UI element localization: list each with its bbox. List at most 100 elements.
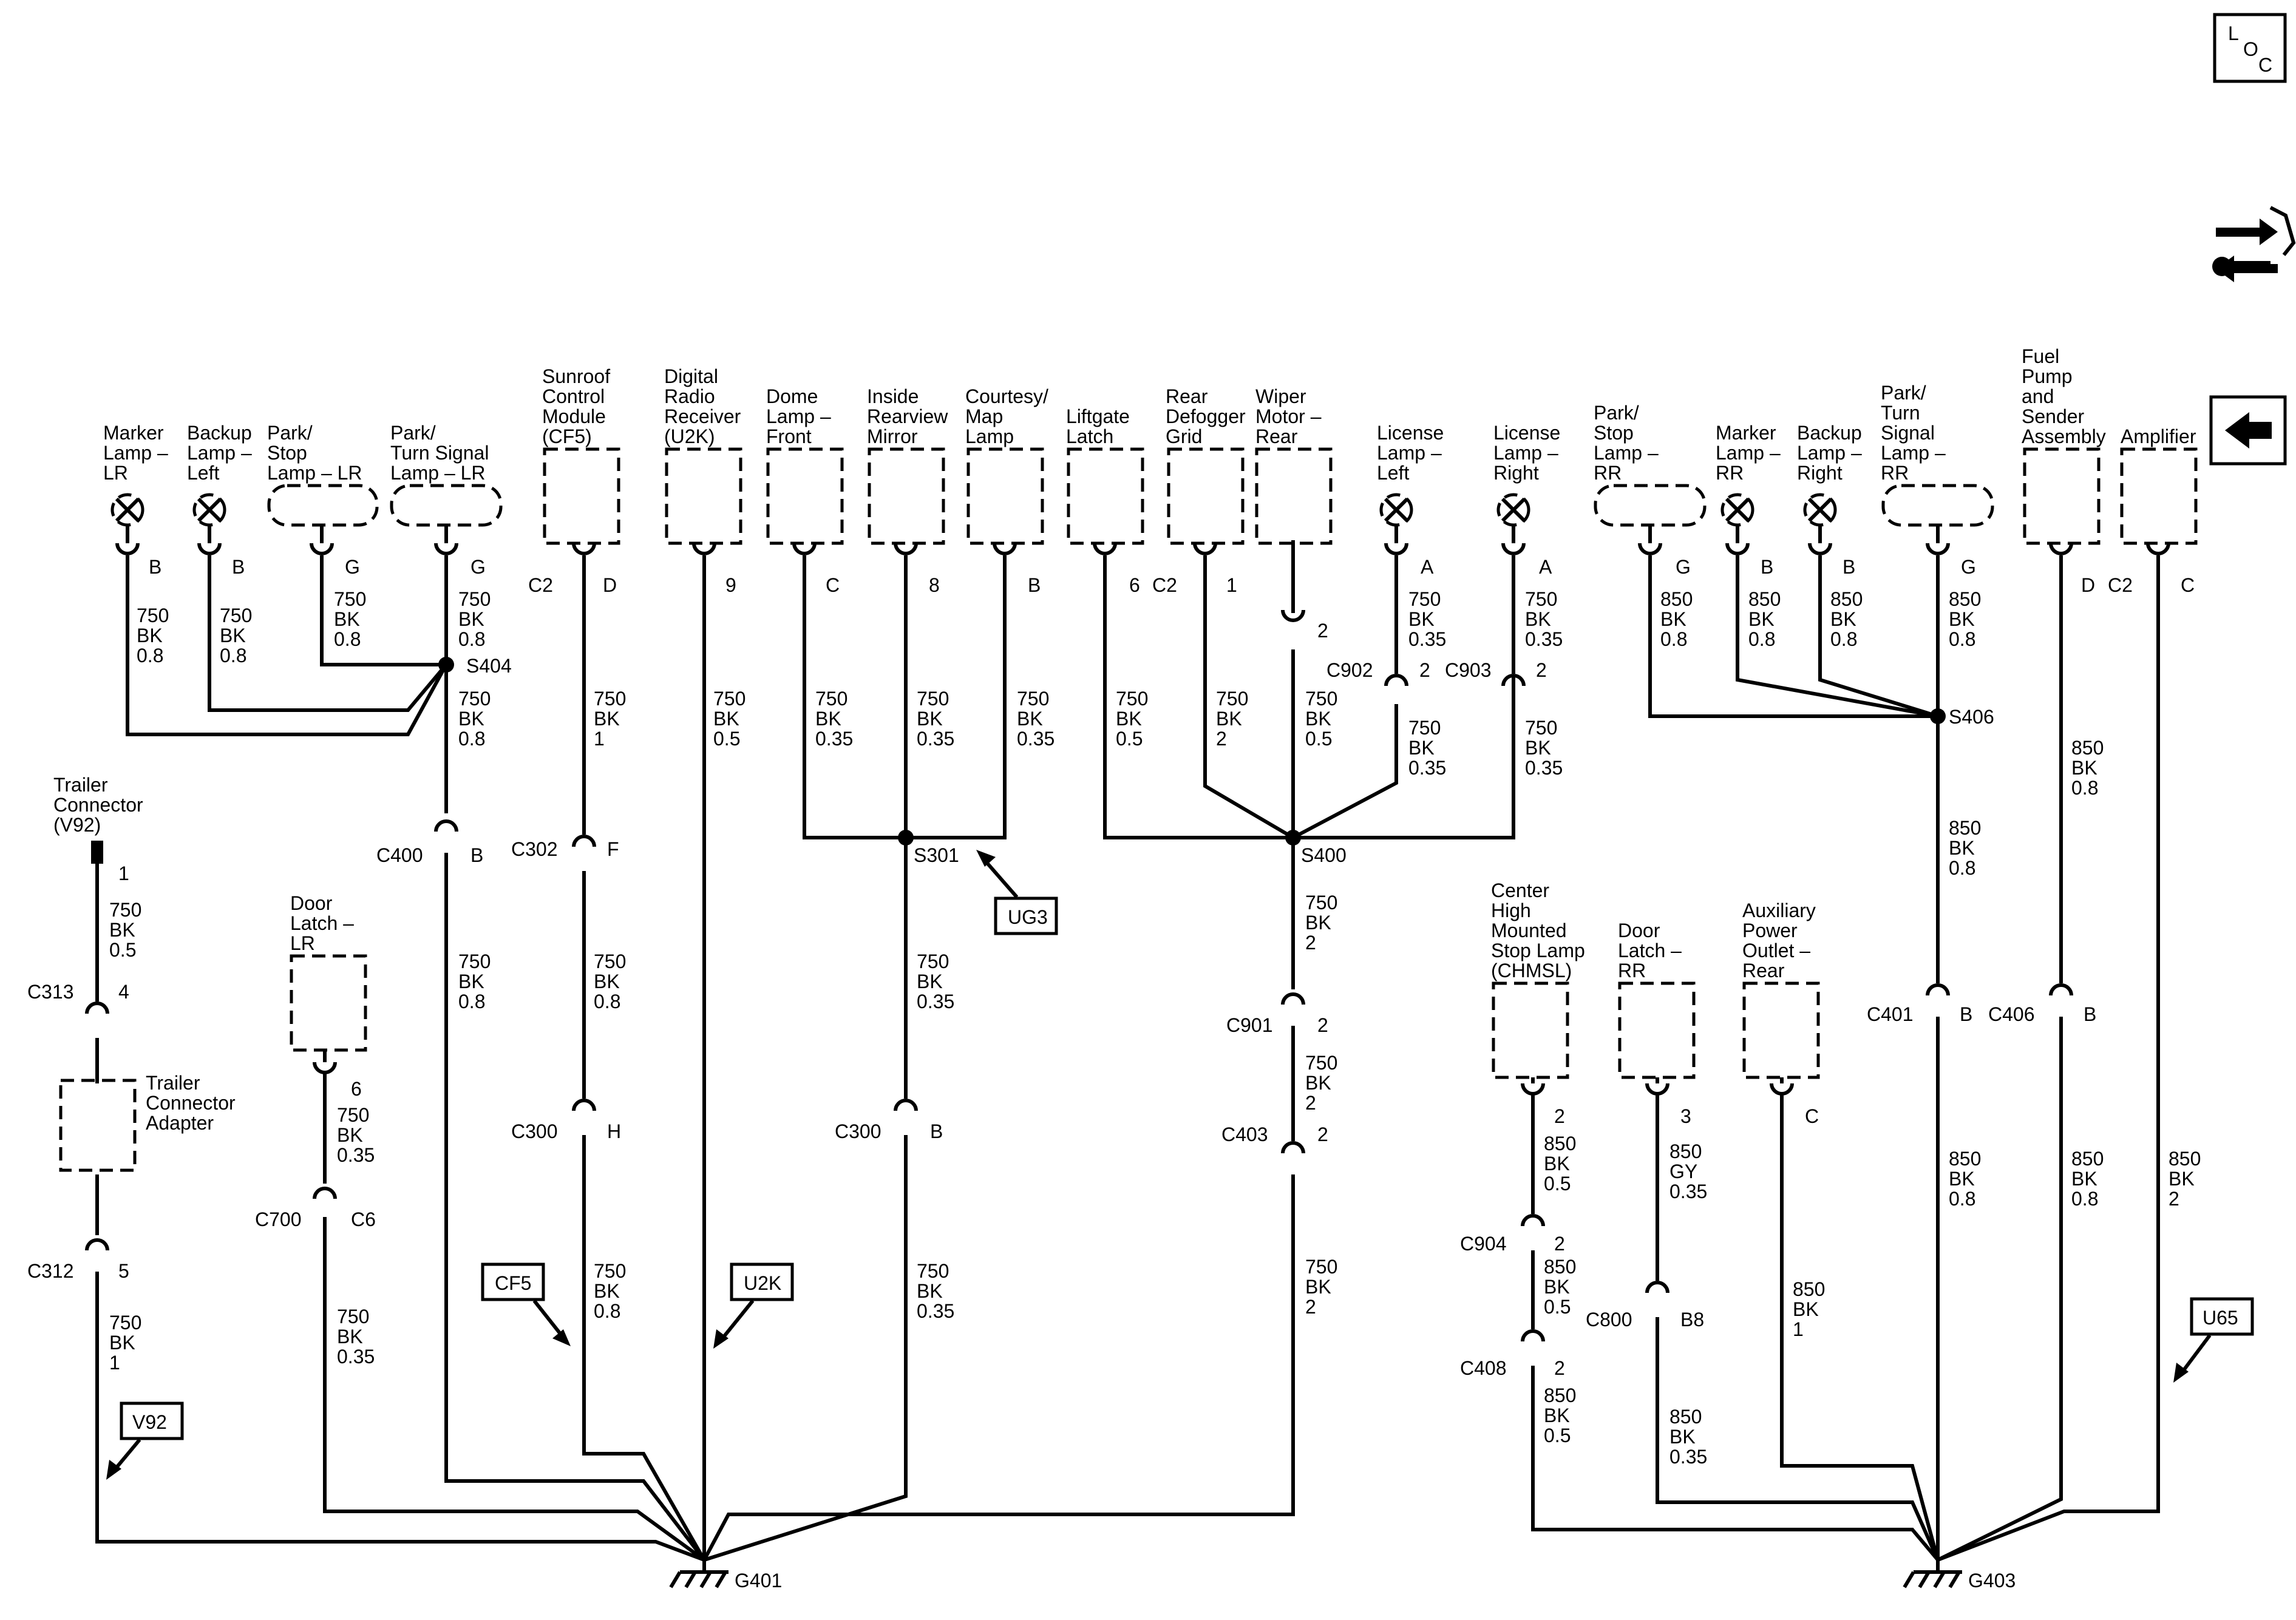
component-label-backup-right: Right (1797, 462, 1843, 484)
component-label-park-stop-lr: Park/ (267, 422, 313, 444)
splice-s406-dot (1930, 708, 1946, 724)
license-lamp-left-icon (1379, 493, 1413, 527)
chmsl-box (1492, 981, 1569, 1079)
component-label-backup-left: Backup (187, 422, 252, 444)
connector-label-c300-right: C300 (835, 1120, 881, 1142)
component-label-radio: Receiver (664, 405, 741, 427)
wire-spec-w32: BK (1830, 608, 1856, 630)
component-label-mirror: Mirror (867, 425, 918, 447)
ground-g403-icon (1903, 1560, 1962, 1588)
pin-label-license-left: A (1421, 556, 1434, 578)
wire-spec-w35: BK (2071, 757, 2097, 779)
wire-spec-w5: 750 (458, 688, 491, 710)
connector-label-c408: C408 (1460, 1357, 1507, 1379)
wire-spec-w35: 0.8 (2071, 777, 2098, 799)
backup-lamp-right-icon (1803, 493, 1837, 527)
wire-spec-w14: BK (917, 971, 943, 992)
component-label-chmsl: High (1491, 900, 1531, 921)
component-label-backup-left: Lamp – (187, 442, 252, 464)
back-arrow-icon[interactable] (2209, 395, 2287, 466)
option-v92[interactable]: V92 (106, 1401, 184, 1480)
wire-spec-w18: 750 (1305, 688, 1337, 710)
pin-label-mirror: 8 (929, 574, 940, 596)
wire-spec-w6: 0.8 (458, 991, 485, 1012)
wire-spec-w7: 1 (594, 728, 605, 750)
wire-spec-w4: 0.8 (458, 628, 485, 650)
ground-g401-icon (669, 1560, 729, 1588)
wire-spec-w28: 750 (337, 1104, 369, 1126)
wire-spec-w27: 1 (109, 1352, 120, 1374)
wire-spec-w14: 0.35 (917, 991, 954, 1012)
wire-spec-w1: BK (137, 625, 163, 646)
wire-spec-w30: 0.8 (1660, 628, 1687, 650)
pin-label-marker-lr: B (149, 556, 161, 578)
wire-spec-w27: BK (109, 1332, 135, 1354)
backup-lamp-left-icon (192, 493, 226, 527)
wire-spec-w29: 750 (337, 1306, 369, 1327)
component-label-fuel-pump: Sender (2022, 405, 2085, 427)
option-cf5[interactable]: CF5 (481, 1262, 571, 1346)
wire-spec-w39: BK (1544, 1153, 1570, 1174)
service-info-icon[interactable] (2212, 206, 2296, 282)
pin-label-c902: 2 (1419, 659, 1430, 681)
wire-spec-w43: 0.35 (1669, 1446, 1707, 1468)
wire-spec-w43: BK (1669, 1426, 1696, 1448)
svg-text:UG3: UG3 (1008, 906, 1048, 928)
pin-label-liftgate: 6 (1129, 574, 1140, 596)
wire-spec-w1: 750 (137, 605, 169, 626)
wire-spec-w31: 0.8 (1748, 628, 1775, 650)
park-stop-lamp-lr-box (267, 484, 379, 527)
loc-icon[interactable]: L O C (2213, 13, 2287, 83)
pin-label-park-stop-lr: G (345, 556, 360, 578)
option-ug3[interactable]: UG3 (976, 850, 1058, 935)
wire-spec-w16: 0.5 (1116, 728, 1143, 750)
wire-spec-w20: 0.35 (1408, 757, 1446, 779)
component-label-trailer-adapter: Trailer (146, 1072, 200, 1094)
connector-label-c700: C700 (255, 1208, 302, 1230)
component-label-wiper: Motor – (1255, 405, 1322, 427)
component-label-park-turn-rr: Lamp – (1881, 442, 1946, 464)
wire-spec-w20: 750 (1408, 717, 1441, 739)
wire-spec-w21: BK (1525, 608, 1551, 630)
pin-label-c300-left: H (607, 1120, 621, 1142)
svg-text:L: L (2228, 22, 2239, 44)
component-label-park-turn-lr: Turn Signal (390, 442, 489, 464)
defogger-grid-box (1167, 447, 1245, 545)
option-u65[interactable]: U65 (2173, 1297, 2254, 1383)
door-latch-rr-box (1618, 981, 1696, 1079)
component-label-trailer-connector: (V92) (53, 814, 101, 836)
wire-spec-w42: GY (1669, 1161, 1697, 1182)
wire-spec-w18: BK (1305, 708, 1331, 730)
component-label-wiper: Rear (1255, 425, 1298, 447)
component-label-license-left: Left (1377, 462, 1409, 484)
component-label-marker-lr: Marker (103, 422, 164, 444)
pin-label-c903: 2 (1536, 659, 1547, 681)
component-label-dome: Dome (766, 385, 818, 407)
component-label-door-latch-rr: Door (1618, 920, 1660, 941)
wire-spec-w42: 850 (1669, 1140, 1702, 1162)
pin-label-marker-rr: B (1761, 556, 1773, 578)
component-label-radio: (U2K) (664, 425, 715, 447)
wire-spec-w31: 850 (1748, 588, 1781, 610)
component-label-park-turn-rr: Signal (1881, 422, 1935, 444)
svg-text:O: O (2243, 38, 2258, 60)
pin-label-c312: 5 (118, 1260, 129, 1282)
svg-text:U2K: U2K (744, 1272, 781, 1294)
pin-label-c300-right: B (930, 1120, 943, 1142)
wire-spec-w18: 0.5 (1305, 728, 1332, 750)
component-label-marker-rr: Lamp – (1716, 442, 1781, 464)
sunroof-module-box (543, 447, 620, 545)
wire-spec-w7: 750 (594, 688, 626, 710)
pin-label-park-turn-lr: G (470, 556, 486, 578)
wire-spec-w35: 850 (2071, 737, 2104, 759)
wire-spec-w8: 750 (594, 951, 626, 972)
pin-label-c901: 2 (1317, 1014, 1328, 1036)
component-label-courtesy: Courtesy/ (965, 385, 1048, 407)
pin-label-courtesy: B (1028, 574, 1041, 596)
wire-spec-w24: BK (1305, 1072, 1331, 1094)
wiper-motor-box (1255, 447, 1333, 545)
wire-spec-w11: 750 (815, 688, 847, 710)
option-u2k[interactable]: U2K (713, 1262, 794, 1349)
wire-spec-w44: BK (1793, 1298, 1819, 1320)
